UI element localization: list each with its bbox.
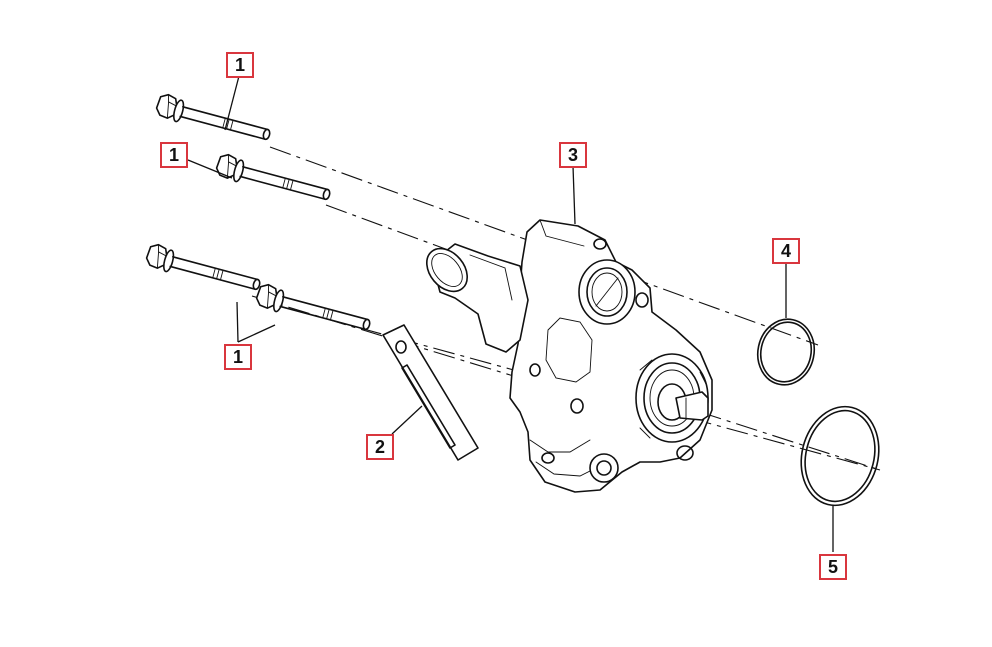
o-ring-large [800,405,880,507]
callout-3: 3 [559,142,587,168]
bolt-second [213,151,334,207]
callout-1-bottom: 1 [224,344,252,370]
o-ring-small [756,318,816,386]
callout-1-middle: 1 [160,142,188,168]
bolt-third [143,241,264,297]
callout-4: 4 [772,238,800,264]
leader-lines [187,75,834,552]
bolt-top [153,91,274,147]
callout-1-top: 1 [226,52,254,78]
slotted-plate [382,324,479,461]
callout-2: 2 [366,434,394,460]
water-pump-housing [426,219,713,493]
callout-5: 5 [819,554,847,580]
